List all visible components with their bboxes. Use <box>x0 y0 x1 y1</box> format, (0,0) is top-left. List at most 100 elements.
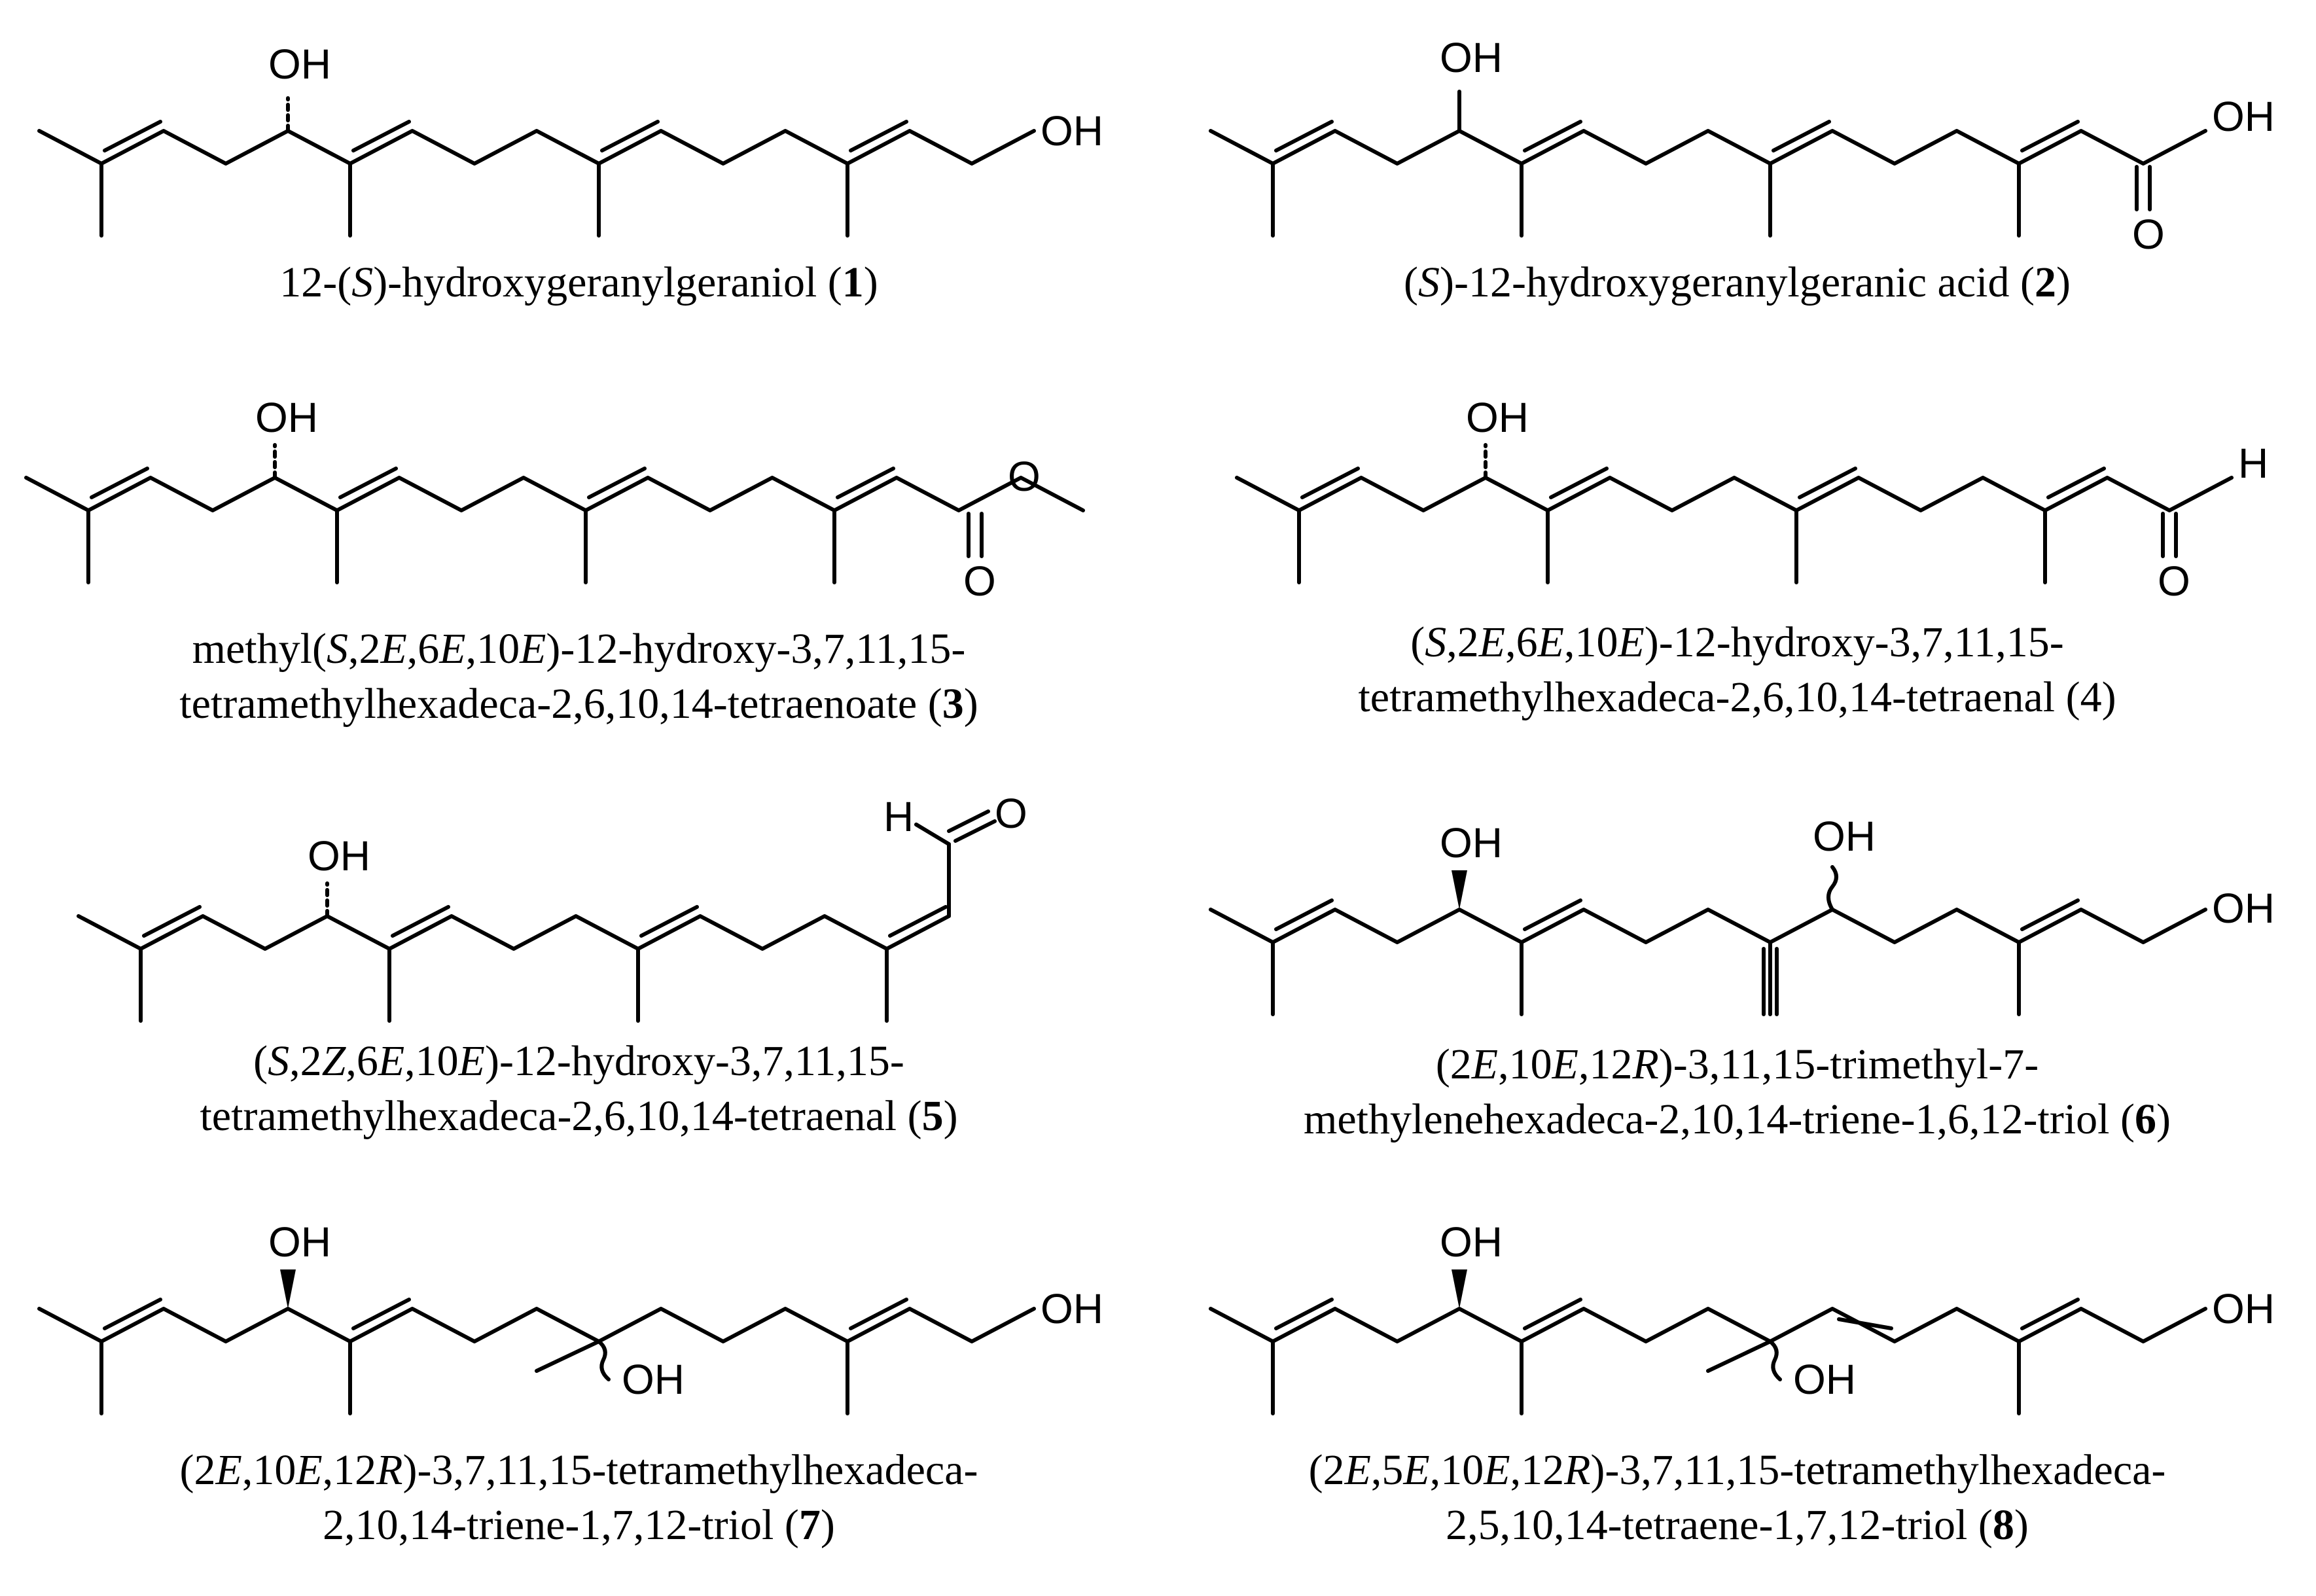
caption-run: tetramethylhexadeca-2,6,10,14-tetraenal … <box>200 1092 922 1140</box>
caption-run: ,10 <box>404 1037 459 1085</box>
caption-run: ,6 <box>1505 618 1538 666</box>
caption-run: ) <box>2056 258 2071 306</box>
caption-run: ,12 <box>1578 1040 1633 1088</box>
caption-line: tetramethylhexadeca-2,6,10,14-tetraenal … <box>1158 670 2316 725</box>
caption-run: ( <box>1410 618 1425 666</box>
caption-run: 2 <box>2034 258 2056 306</box>
caption-run: ) <box>2156 1095 2171 1143</box>
atom-label: O <box>963 558 996 605</box>
caption-run: ) <box>943 1092 958 1140</box>
caption-run: )-12-hydroxygeranylgeranic acid ( <box>1440 258 2035 306</box>
caption-run: E <box>215 1446 242 1494</box>
caption-run: (2 <box>1435 1040 1472 1088</box>
compound-caption: 12-(S)-hydroxygeranylgeraniol (1) <box>0 255 1158 310</box>
structure-8: OH OH OH <box>1209 1218 2275 1415</box>
structure-3: OH O O <box>24 394 1085 605</box>
atom-label: OH <box>255 394 318 441</box>
caption-run: 7 <box>798 1501 821 1549</box>
caption-run: 1 <box>842 258 864 306</box>
compound-panel-1: OH OH 12-(S)-hydroxygeranylgeraniol (1) <box>0 0 1158 399</box>
caption-run: E <box>1484 1446 1510 1494</box>
compound-caption: methyl(S,2E,6E,10E)-12-hydroxy-3,7,11,15… <box>0 622 1158 732</box>
atom-label: O <box>1008 453 1041 500</box>
caption-run: E <box>1552 1040 1578 1088</box>
caption-run: )-12-hydroxy-3,7,11,15- <box>484 1037 904 1085</box>
atom-label: OH <box>1466 394 1529 441</box>
caption-run: )-12-hydroxy-3,7,11,15- <box>1644 618 2064 666</box>
caption-line: (S,2E,6E,10E)-12-hydroxy-3,7,11,15- <box>1158 615 2316 670</box>
caption-run: ,2 <box>289 1037 322 1085</box>
caption-run: E <box>1344 1446 1371 1494</box>
caption-run: R <box>1632 1040 1659 1088</box>
compound-caption: (S)-12-hydroxygeranylgeranic acid (2) <box>1158 255 2316 310</box>
caption-line: 2,10,14-triene-1,7,12-triol (7) <box>0 1498 1158 1553</box>
caption-line: (2E,5E,10E,12R)-3,7,11,15-tetramethylhex… <box>1158 1443 2316 1498</box>
caption-run: ,5 <box>1370 1446 1404 1494</box>
structure-7: OH OH OH <box>37 1218 1103 1415</box>
caption-run: ( <box>253 1037 268 1085</box>
structure-4: OH H O <box>1235 394 2268 605</box>
caption-run: (2 <box>179 1446 216 1494</box>
atom-label: OH <box>1041 107 1103 154</box>
caption-run: ) <box>963 680 978 728</box>
compound-panel-7: OH OH OH (2E,10E,12R)-3,7,11,15-tetramet… <box>0 1197 1158 1596</box>
structure-6: OH OH OH <box>1209 813 2275 1016</box>
caption-run: ,12 <box>1510 1446 1565 1494</box>
caption-run: E <box>296 1446 323 1494</box>
caption-line: (2E,10E,12R)-3,11,15-trimethyl-7- <box>1158 1037 2316 1092</box>
atom-label: OH <box>1440 819 1503 866</box>
caption-line: tetramethylhexadeca-2,6,10,14-tetraenal … <box>0 1089 1158 1144</box>
caption-run: tetramethylhexadeca-2,6,10,14-tetraenal … <box>1358 673 2116 721</box>
caption-run: S <box>1425 618 1447 666</box>
compound-caption: (2E,5E,10E,12R)-3,7,11,15-tetramethylhex… <box>1158 1443 2316 1553</box>
compound-caption: (2E,10E,12R)-3,7,11,15-tetramethylhexade… <box>0 1443 1158 1553</box>
caption-line: methyl(S,2E,6E,10E)-12-hydroxy-3,7,11,15… <box>0 622 1158 677</box>
caption-run: ,6 <box>346 1037 378 1085</box>
caption-run: ) <box>2014 1501 2029 1549</box>
atom-label: OH <box>2212 885 2275 932</box>
atom-label: OH <box>1440 1218 1503 1266</box>
caption-run: E <box>1618 618 1645 666</box>
caption-run: ,2 <box>347 625 381 673</box>
structure-5: OH H O <box>77 792 1027 1023</box>
atom-label: OH <box>2212 93 2275 140</box>
caption-run: ,10 <box>1563 618 1618 666</box>
atom-label: O <box>2132 211 2165 258</box>
atom-label: H <box>883 793 914 840</box>
compound-caption: (2E,10E,12R)-3,11,15-trimethyl-7-methyle… <box>1158 1037 2316 1147</box>
caption-line: (S,2Z,6E,10E)-12-hydroxy-3,7,11,15- <box>0 1034 1158 1089</box>
atom-label: OH <box>1793 1356 1856 1403</box>
caption-run: ,10 <box>1429 1446 1484 1494</box>
caption-run: E <box>458 1037 485 1085</box>
caption-run: ,12 <box>322 1446 377 1494</box>
atom-label: O <box>995 792 1027 837</box>
caption-run: methylenehexadeca-2,10,14-triene-1,6,12-… <box>1304 1095 2135 1143</box>
atom-label: OH <box>622 1356 685 1403</box>
caption-run: R <box>376 1446 403 1494</box>
compound-panel-4: OH H O (S,2E,6E,10E)-12-hydroxy-3,7,11,1… <box>1158 380 2316 778</box>
caption-line: tetramethylhexadeca-2,6,10,14-tetraenoat… <box>0 677 1158 732</box>
caption-run: ) <box>863 258 878 306</box>
structure-2: OH OH O <box>1209 34 2275 258</box>
caption-run: 6 <box>2135 1095 2156 1143</box>
caption-run: E <box>520 625 546 673</box>
caption-line: (2E,10E,12R)-3,7,11,15-tetramethylhexade… <box>0 1443 1158 1498</box>
caption-run: E <box>1403 1446 1430 1494</box>
caption-run: 3 <box>942 680 964 728</box>
caption-run: )-12-hydroxy-3,7,11,15- <box>546 625 966 673</box>
caption-run: S <box>1418 258 1440 306</box>
caption-run: S <box>326 625 348 673</box>
caption-run: E <box>1471 1040 1499 1088</box>
caption-line: 12-(S)-hydroxygeranylgeraniol (1) <box>0 255 1158 310</box>
compound-caption: (S,2E,6E,10E)-12-hydroxy-3,7,11,15-tetra… <box>1158 615 2316 725</box>
caption-run: )-3,7,11,15-tetramethylhexadeca- <box>1590 1446 2166 1494</box>
caption-run: ,2 <box>1446 618 1479 666</box>
atom-label: OH <box>308 832 370 879</box>
atom-label: OH <box>2212 1285 2275 1332</box>
caption-run: E <box>378 1037 405 1085</box>
atom-label: OH <box>1813 813 1876 860</box>
caption-run: )-3,11,15-trimethyl-7- <box>1658 1040 2039 1088</box>
caption-run: E <box>380 625 407 673</box>
caption-run: 5 <box>921 1092 944 1140</box>
atom-label: O <box>2158 558 2190 605</box>
